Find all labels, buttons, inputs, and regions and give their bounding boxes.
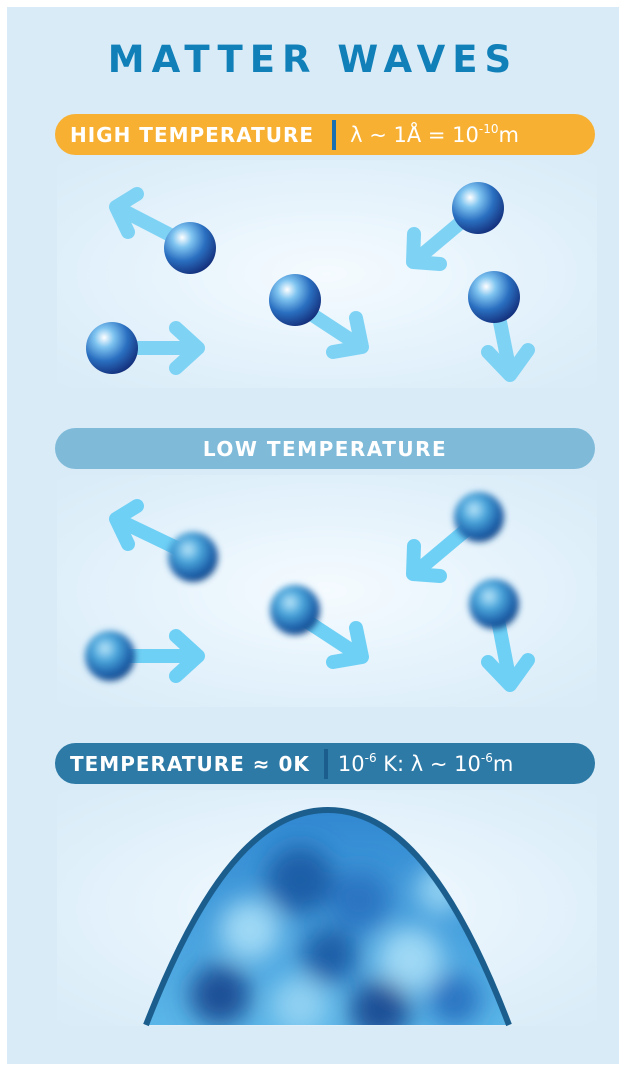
high-temperature-atoms [86, 182, 535, 382]
formula-exponent-2: -6 [480, 751, 493, 765]
separator-bar [323, 748, 328, 779]
atom [168, 532, 218, 582]
atom [270, 585, 320, 635]
atom-arrow [406, 211, 473, 271]
atom [469, 579, 519, 629]
low-temperature-atoms [85, 492, 535, 692]
formula-unit: m [492, 752, 514, 776]
low-temperature-header: LOW TEMPERATURE [55, 428, 595, 469]
atom [86, 322, 138, 374]
atom [454, 492, 504, 542]
zero-temperature-header: TEMPERATURE ≈ 0K 10-6 K: λ ∼ 10-6m [55, 743, 595, 784]
atom-arrow [118, 629, 205, 683]
atom [85, 631, 135, 681]
wave-envelope-outline [143, 806, 512, 1027]
atom [269, 274, 321, 326]
bose-einstein-wave [143, 806, 512, 1027]
high-temperature-header: HIGH TEMPERATURE λ ∼ 1Å = 10-10m [55, 114, 595, 155]
separator-bar [332, 119, 337, 150]
atom [468, 271, 520, 323]
formula-unit: m [498, 123, 519, 147]
atom-arrow [481, 613, 535, 692]
formula-base: 10 [337, 752, 365, 776]
atom-arrow [406, 523, 473, 583]
zero-temperature-label: TEMPERATURE ≈ 0K [70, 751, 310, 776]
high-temperature-formula: λ ∼ 1Å = 10-10m [350, 122, 519, 147]
low-temperature-label: LOW TEMPERATURE [202, 436, 448, 461]
formula-exponent-1: -6 [364, 751, 377, 765]
formula-exponent: -10 [478, 122, 499, 136]
formula-middle: K: λ ∼ 10 [376, 752, 481, 776]
formula-main: λ ∼ 1Å = 10 [350, 123, 479, 147]
atom [452, 182, 504, 234]
zero-temperature-formula: 10-6 K: λ ∼ 10-6m [338, 751, 513, 776]
high-temperature-label: HIGH TEMPERATURE [70, 122, 315, 147]
atom [164, 222, 216, 274]
page-title: MATTER WAVES [107, 38, 519, 81]
